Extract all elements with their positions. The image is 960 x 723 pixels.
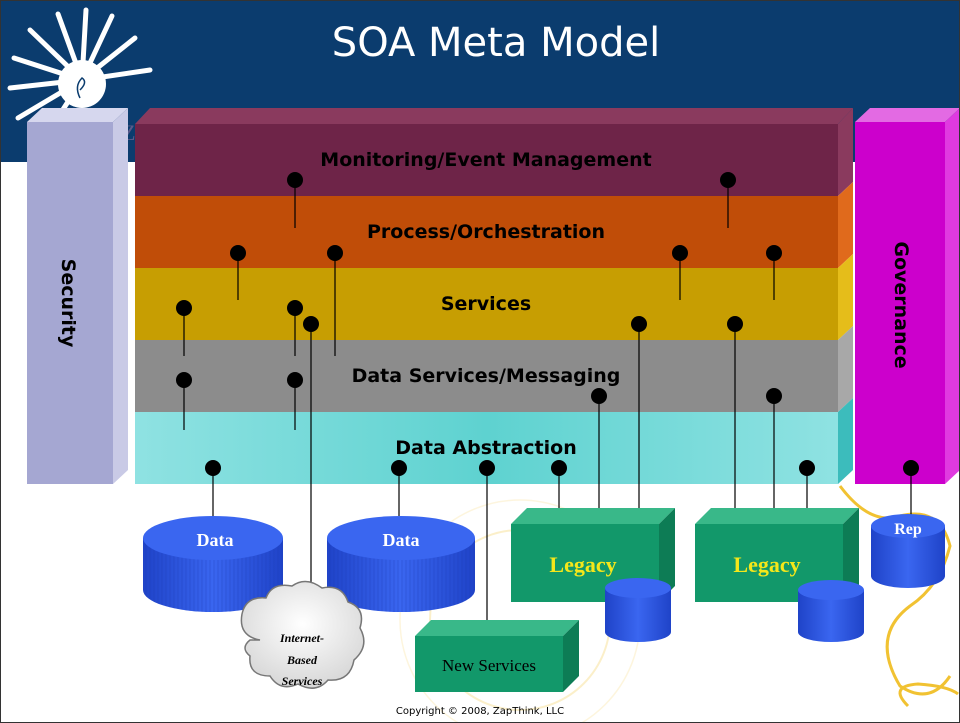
- governance-pillar: [855, 108, 960, 484]
- connector-dot: [766, 245, 782, 261]
- connector-dot: [303, 316, 319, 332]
- layer-process: Process/Orchestration: [135, 182, 853, 268]
- connector-dot: [479, 460, 495, 476]
- repository-label: Rep: [894, 521, 922, 538]
- connector-dot: [631, 316, 647, 332]
- cloud-label-line1: Internet-: [279, 631, 324, 645]
- connector-dot: [766, 388, 782, 404]
- connector-dot: [799, 460, 815, 476]
- new-services-box: New Services: [415, 620, 579, 692]
- layer-label-messaging: Data Services/Messaging: [352, 365, 621, 387]
- layer-messaging: Data Services/Messaging: [135, 326, 853, 412]
- layer-monitoring: Monitoring/Event Management: [135, 108, 853, 196]
- layer-label-monitoring: Monitoring/Event Management: [320, 149, 651, 171]
- legacy-2-label: Legacy: [733, 552, 800, 577]
- layer-services: Services: [135, 254, 853, 340]
- data-store-2: Data: [327, 516, 475, 612]
- new-services-label: New Services: [442, 656, 536, 675]
- connector-dot: [287, 172, 303, 188]
- connector-dot: [287, 372, 303, 388]
- layer-label-services: Services: [441, 293, 531, 315]
- connector-dot: [176, 300, 192, 316]
- connector-dots: [176, 172, 919, 476]
- connector-dot: [720, 172, 736, 188]
- connector-dot: [327, 245, 343, 261]
- security-label: Security: [57, 259, 79, 348]
- copyright-footer: Copyright © 2008, ZapThink, LLC: [396, 706, 564, 717]
- connector-dot: [551, 460, 567, 476]
- data-store-2-label: Data: [383, 530, 420, 550]
- internet-cloud-icon: Internet- Based Services: [240, 580, 365, 689]
- data-store-1-label: Data: [197, 530, 234, 550]
- legacy-2-database-icon: [798, 580, 864, 642]
- page-title: SOA Meta Model: [332, 20, 660, 66]
- connector-dot: [391, 460, 407, 476]
- connector-dot: [287, 300, 303, 316]
- sun-ray-decoration-2: [898, 682, 959, 708]
- connector-dot: [903, 460, 919, 476]
- layer-label-process: Process/Orchestration: [367, 221, 605, 243]
- sun-logo-icon: [7, 7, 153, 145]
- connector-dot: [591, 388, 607, 404]
- governance-label: Governance: [890, 241, 912, 368]
- stack-top-face: [135, 108, 853, 124]
- layer-label-data-abstraction: Data Abstraction: [395, 437, 576, 459]
- connector-dot: [672, 245, 688, 261]
- legacy-1-database-icon: [605, 578, 671, 642]
- security-pillar: [27, 108, 128, 484]
- connector-dot: [727, 316, 743, 332]
- connector-dot: [176, 372, 192, 388]
- connector-dot: [230, 245, 246, 261]
- legacy-1-label: Legacy: [549, 552, 616, 577]
- cloud-label-line3: Services: [282, 674, 323, 688]
- data-store-1: Data: [143, 516, 283, 612]
- cloud-label-line2: Based: [286, 653, 318, 667]
- repository-store: Rep: [871, 514, 945, 588]
- connector-dot: [205, 460, 221, 476]
